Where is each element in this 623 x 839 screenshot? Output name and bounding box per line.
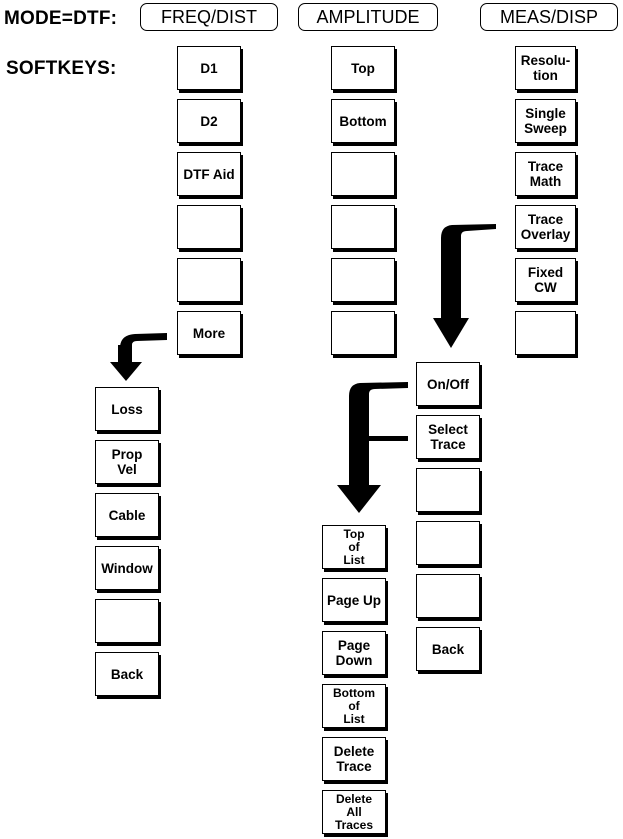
- softkey-page-down[interactable]: Page Down: [322, 631, 386, 675]
- softkey-back[interactable]: Back: [416, 627, 480, 671]
- softkey-select-trace[interactable]: Select Trace: [416, 415, 480, 459]
- softkey-bottom-of-list[interactable]: Bottom of List: [322, 684, 386, 728]
- softkey-blank[interactable]: [416, 468, 480, 512]
- softkey-fixed-cw[interactable]: Fixed CW: [515, 258, 576, 302]
- softkey-page-up[interactable]: Page Up: [322, 578, 386, 622]
- softkey-blank[interactable]: [331, 152, 395, 196]
- softkey-d1[interactable]: D1: [177, 46, 241, 90]
- mode-label: MODE=DTF:: [4, 8, 118, 29]
- softkey-delete-all-traces[interactable]: Delete All Traces: [322, 790, 386, 834]
- softkey-top-of-list[interactable]: Top of List: [322, 525, 386, 569]
- trace-overlay-submenu-arrow-icon: [433, 224, 496, 348]
- softkey-single-sweep[interactable]: Single Sweep: [515, 99, 576, 143]
- softkey-blank[interactable]: [515, 311, 576, 355]
- softkey-cable[interactable]: Cable: [95, 493, 159, 537]
- softkey-dtf-aid[interactable]: DTF Aid: [177, 152, 241, 196]
- more-submenu-arrow-icon: [110, 333, 167, 381]
- softkey-bottom[interactable]: Bottom: [331, 99, 395, 143]
- softkey-resolution[interactable]: Resolu- tion: [515, 46, 576, 90]
- softkey-on-off[interactable]: On/Off: [416, 362, 480, 406]
- softkey-blank[interactable]: [416, 574, 480, 618]
- softkey-top[interactable]: Top: [331, 46, 395, 90]
- softkey-loss[interactable]: Loss: [95, 387, 159, 431]
- softkey-blank[interactable]: [95, 599, 159, 643]
- select-trace-submenu-arrow-icon: [337, 382, 408, 513]
- softkey-blank[interactable]: [331, 311, 395, 355]
- softkeys-label: SOFTKEYS:: [6, 58, 117, 79]
- meas-disp-menu-button[interactable]: MEAS/DISP: [480, 3, 618, 31]
- softkey-trace-overlay[interactable]: Trace Overlay: [515, 205, 576, 249]
- softkey-more[interactable]: More: [177, 311, 241, 355]
- amplitude-menu-button[interactable]: AMPLITUDE: [298, 3, 438, 31]
- softkey-blank[interactable]: [177, 205, 241, 249]
- softkey-trace-math[interactable]: Trace Math: [515, 152, 576, 196]
- softkey-blank[interactable]: [416, 521, 480, 565]
- freq-dist-menu-button[interactable]: FREQ/DIST: [140, 3, 278, 31]
- softkey-back[interactable]: Back: [95, 652, 159, 696]
- softkey-blank[interactable]: [331, 205, 395, 249]
- softkey-delete-trace[interactable]: Delete Trace: [322, 737, 386, 781]
- softkey-blank[interactable]: [331, 258, 395, 302]
- softkey-prop-vel[interactable]: Prop Vel: [95, 440, 159, 484]
- softkey-d2[interactable]: D2: [177, 99, 241, 143]
- softkey-window[interactable]: Window: [95, 546, 159, 590]
- softkey-blank[interactable]: [177, 258, 241, 302]
